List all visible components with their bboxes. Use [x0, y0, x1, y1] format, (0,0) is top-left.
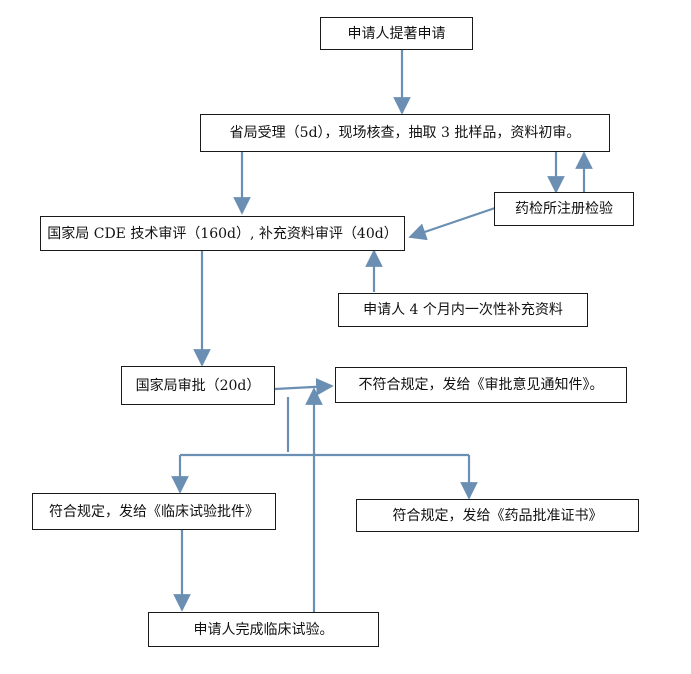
node-approval: 国家局审批（20d） — [121, 366, 275, 405]
node-not-comply: 不符合规定，发给《审批意见通知件》。 — [335, 367, 627, 403]
node-provincial-label: 省局受理（5d），现场核查，抽取 3 批样品，资料初审。 — [229, 125, 581, 141]
node-cde-review: 国家局 CDE 技术审评（160d）, 补充资料审评（40d） — [40, 216, 405, 251]
node-supplement: 申请人 4 个月内一次性补充资料 — [338, 293, 588, 327]
node-cde-review-label: 国家局 CDE 技术审评（160d）, 补充资料审评（40d） — [47, 225, 398, 242]
arrow-drugtest-to-cde — [408, 206, 496, 241]
node-drug-test: 药检所注册检验 — [494, 192, 634, 226]
node-apply-label: 申请人提著申请 — [347, 25, 446, 42]
node-comply-certificate-label: 符合规定，发给《药品批准证书》 — [392, 507, 603, 524]
arrow-approval-to-notcomply — [274, 378, 334, 396]
node-comply-clinical: 符合规定，发给《临床试验批件》 — [32, 493, 276, 530]
node-comply-certificate: 符合规定，发给《药品批准证书》 — [356, 499, 639, 532]
node-approval-label: 国家局审批（20d） — [135, 377, 261, 394]
node-complete-trial-label: 申请人完成临床试验。 — [193, 621, 334, 638]
node-drug-test-label: 药检所注册检验 — [515, 201, 613, 217]
node-comply-clinical-label: 符合规定，发给《临床试验批件》 — [49, 503, 259, 520]
node-not-comply-label: 不符合规定，发给《审批意见通知件》。 — [358, 377, 604, 393]
node-apply: 申请人提著申请 — [320, 17, 473, 50]
node-supplement-label: 申请人 4 个月内一次性补充资料 — [363, 302, 563, 318]
node-provincial: 省局受理（5d），现场核查，抽取 3 批样品，资料初审。 — [200, 114, 610, 152]
node-complete-trial: 申请人完成临床试验。 — [148, 612, 379, 647]
